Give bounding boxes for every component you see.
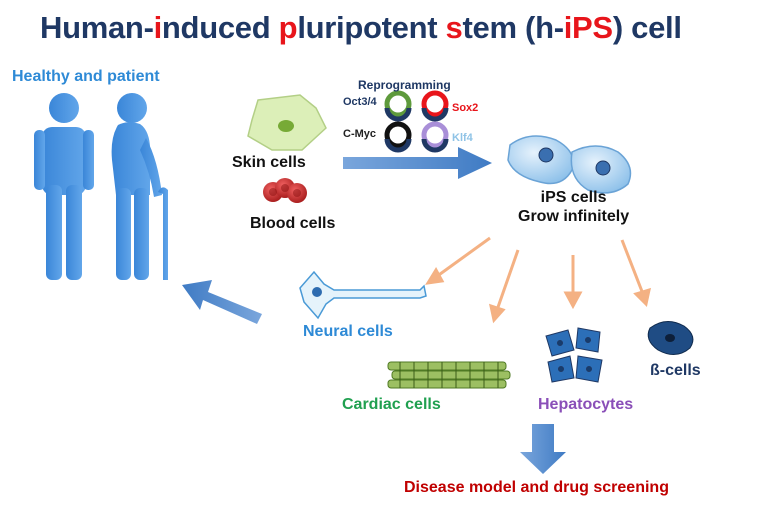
skin-cells-label: Skin cells [232,154,306,171]
ips-cell-icon [507,135,632,194]
people-label: Healthy and patient [12,68,160,85]
elderly-patient-icon [111,93,168,280]
blood-cell-icon [263,178,307,203]
title-part: luripotent [297,10,446,45]
outcome-label: Disease model and drug screening [404,479,669,496]
hepatocytes-label: Hepatocytes [538,396,634,413]
title-part: tem (h- [462,10,565,45]
neuron-icon [299,270,427,320]
ips-label-line1: iPS cells [540,189,607,206]
beta-cells-label: ß-cells [650,362,701,379]
cardiac-cells-label: Cardiac cells [342,396,441,413]
title-part: i [153,10,163,45]
title-part: iPS [563,10,613,45]
hepatocyte-icon [545,327,603,383]
title-part: nduced [161,10,279,45]
title-part: Human- [40,10,154,45]
factor-oct-label: Oct3/4 [343,96,377,108]
healthy-person-icon [34,93,94,280]
factor-klf-label: Klf4 [452,132,473,144]
title-part: p [278,10,298,45]
cardiac-fiber-icon [387,361,511,389]
title-part: s [445,10,463,45]
reprogramming-arrow [343,147,492,179]
factor-cmyc-label: C-Myc [343,128,377,140]
neural-cells-label: Neural cells [303,323,393,340]
title-part: ) cell [612,10,682,45]
diagram-title: Human-induced pluripotent stem (h-iPS) c… [40,10,682,46]
ips-label: iPS cells Grow infinitely [518,188,629,226]
skin-cell-icon [247,94,327,151]
beta-cell-icon [647,321,694,355]
screening-arrow [520,424,566,474]
ips-label-line2: Grow infinitely [518,208,630,225]
factor-sox-label: Sox2 [452,102,479,114]
reprogramming-factor-icon [384,90,449,153]
therapy-arrow [182,280,262,324]
reprogramming-label: Reprogramming [358,78,451,92]
differentiation-arrows [425,236,652,324]
blood-cells-label: Blood cells [250,215,336,232]
